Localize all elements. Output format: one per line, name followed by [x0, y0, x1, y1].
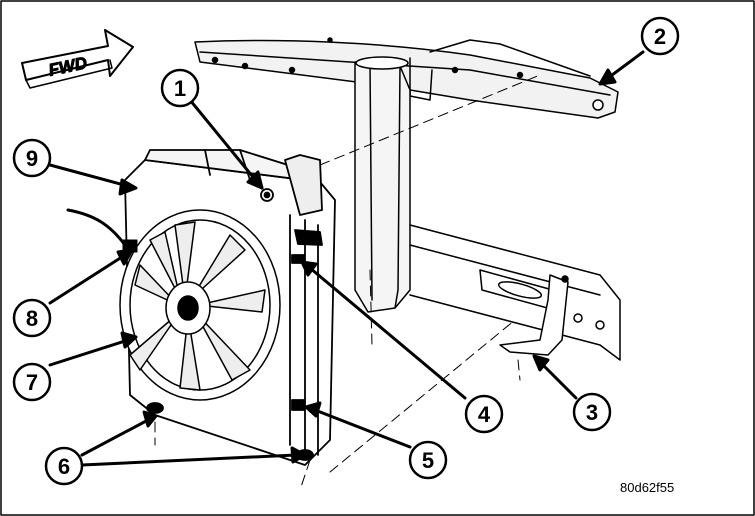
callout-8-number: 8 [26, 306, 38, 331]
fan-wiring-harness [66, 208, 138, 253]
callout-5: 5 [408, 440, 448, 480]
callout-5-number: 5 [422, 448, 434, 473]
fwd-direction-arrow: FWD [21, 29, 134, 89]
cooling-fan [119, 209, 281, 401]
mounting-bracket [499, 274, 569, 356]
callout-4-number: 4 [478, 402, 491, 427]
callout-9: 9 [12, 138, 52, 178]
leader-arrows [48, 50, 645, 467]
upper-crossmember [194, 37, 619, 119]
callout-8: 8 [12, 298, 52, 338]
callout-3-number: 3 [586, 400, 598, 425]
callout-2-number: 2 [654, 24, 666, 49]
callout-6: 6 [44, 446, 84, 486]
callout-1: 1 [160, 68, 200, 108]
callout-4: 4 [464, 394, 504, 434]
fan-blades [129, 221, 266, 391]
vertical-support-post [354, 56, 411, 313]
callout-1-number: 1 [174, 76, 186, 101]
callout-9-number: 9 [26, 146, 38, 171]
callout-6-number: 6 [58, 454, 70, 479]
callout-3: 3 [572, 392, 612, 432]
callout-7-number: 7 [26, 370, 38, 395]
callout-7: 7 [12, 362, 52, 402]
alignment-lines [154, 74, 541, 491]
lower-frame-rail [409, 224, 621, 361]
callout-2: 2 [640, 16, 680, 56]
figure-code: 80d62f55 [620, 480, 674, 495]
